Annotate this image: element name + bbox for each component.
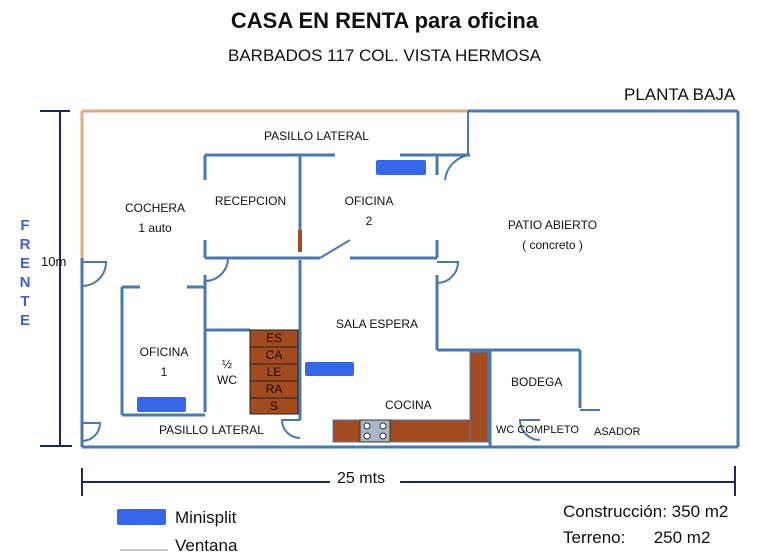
- frente-letter: R: [19, 236, 31, 253]
- room-sala-espera: SALA ESPERA: [336, 317, 419, 331]
- doors: [81, 111, 600, 442]
- stairs-label-part: LE: [266, 365, 282, 379]
- room-pasillo-top: PASILLO LATERAL: [264, 129, 369, 143]
- legend-ventana-label: Ventana: [175, 536, 238, 555]
- room-patio: PATIO ABIERTO: [507, 218, 598, 232]
- dimension-lines: [40, 110, 736, 496]
- room-cochera-capacity: 1 auto: [138, 221, 172, 235]
- kitchen-counter-front: [332, 419, 471, 443]
- legend-minisplit-swatch: [117, 509, 166, 525]
- door-accent: [298, 230, 302, 252]
- address-subtitle: BARBADOS 117 COL. VISTA HERMOSA: [227, 46, 542, 65]
- frente-label: F R E N T E: [18, 216, 32, 330]
- stairs-label-part: RA: [265, 382, 283, 396]
- room-asador: ASADOR: [594, 426, 641, 438]
- height-dimension-label: 10m: [41, 254, 67, 269]
- floor-label: PLANTA BAJA: [624, 85, 736, 104]
- frente-letter: T: [20, 293, 30, 310]
- room-oficina-1: OFICINA: [139, 345, 189, 359]
- stove-icon: [359, 419, 391, 443]
- room-cochera: COCHERA: [124, 201, 185, 215]
- room-patio-label: PATIO ABIERTO ( concreto ): [490, 215, 615, 255]
- room-wc-completo: WC COMPLETO: [496, 424, 579, 436]
- legend-minisplit-label: Minisplit: [175, 508, 237, 527]
- stairs-label: ES CA LE RA S: [252, 330, 296, 415]
- frente-letter: F: [20, 217, 30, 234]
- room-patio-material: ( concreto ): [522, 238, 583, 252]
- room-oficina-2-number: 2: [365, 214, 373, 228]
- room-half-wc: WC: [217, 373, 237, 387]
- kitchen-counter: [469, 351, 489, 443]
- stairs: [249, 329, 299, 415]
- stairs-label-part: ES: [265, 331, 282, 345]
- frente-letter: E: [19, 312, 30, 329]
- room-oficina-2: OFICINA: [344, 194, 394, 208]
- land-area: Terreno: 250 m2: [563, 528, 711, 547]
- windows: [80, 109, 468, 258]
- stairs-label-part: S: [269, 399, 278, 413]
- room-oficina-1-number: 1: [160, 365, 168, 379]
- construction-area: Construcción: 350 m2: [563, 502, 729, 521]
- room-cocina: COCINA: [385, 398, 432, 412]
- page-title: CASA EN RENTA para oficina: [230, 8, 539, 33]
- interior-windows: [140, 153, 439, 289]
- width-dimension-label: 25 mts: [337, 470, 386, 487]
- room-oficina-2-label: OFICINA 2: [334, 191, 404, 231]
- room-oficina-1-label: OFICINA 1: [129, 342, 199, 382]
- room-pasillo-bottom: PASILLO LATERAL: [159, 423, 264, 437]
- room-bodega: BODEGA: [511, 375, 563, 389]
- room-recepcion: RECEPCION: [214, 194, 287, 208]
- room-half-wc-label: ½ WC: [212, 356, 242, 388]
- frente-letter: E: [19, 255, 30, 272]
- stairs-label-part: CA: [265, 348, 283, 362]
- minisplit-units: [137, 160, 426, 412]
- room-half-wc-fraction: ½: [221, 357, 232, 371]
- room-cochera-label: COCHERA 1 auto: [120, 198, 190, 238]
- frente-letter: N: [19, 274, 31, 291]
